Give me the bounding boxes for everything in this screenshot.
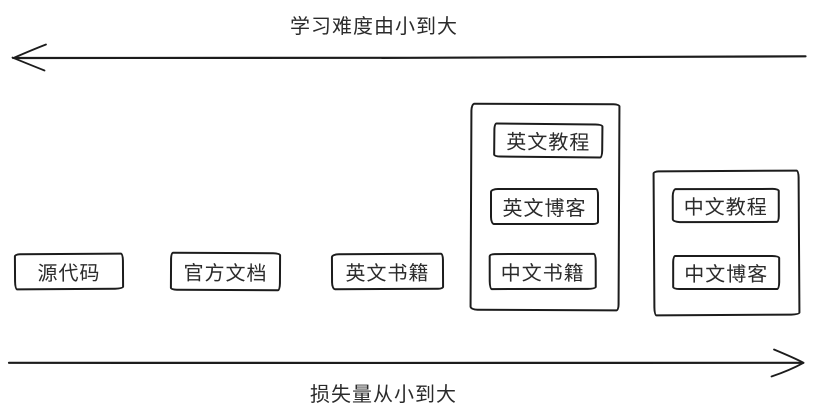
- loss-axis-arrow-right: [7, 348, 805, 378]
- node-english-blogs: 英文博客: [490, 187, 600, 225]
- node-chinese-books: 中文书籍: [488, 252, 597, 291]
- node-source-code: 源代码: [13, 252, 125, 291]
- difficulty-axis-arrow-left: [11, 43, 807, 72]
- node-official-docs: 官方文档: [169, 251, 282, 292]
- node-english-tutorials: 英文教程: [493, 122, 604, 159]
- node-chinese-blogs: 中文博客: [672, 254, 781, 291]
- node-chinese-tutorials: 中文教程: [671, 187, 780, 224]
- loss-axis-label: 损失量从小到大: [310, 384, 457, 406]
- chinese-tutorials-blogs-group: 中文教程 中文博客: [652, 169, 801, 317]
- difficulty-axis-label: 学习难度由小到大: [290, 16, 458, 38]
- english-tutorials-blogs-chinese-books-group: 英文教程 英文博客 中文书籍: [469, 102, 621, 312]
- node-english-books: 英文书籍: [330, 252, 445, 291]
